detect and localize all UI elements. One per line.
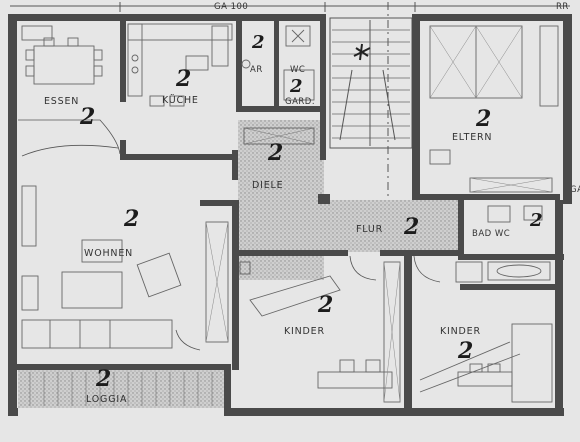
room-labels: ESSEN 2 KÜCHE 2 AR 2 WC 2 GARD. ELTERN 2… [44,32,543,405]
parents-bed [429,25,559,193]
room-number-eltern: 2 [475,106,491,132]
room-label-flur: FLUR [356,224,383,235]
room-label-bad-wc: BAD WC [472,229,510,239]
room-label-kinder-1: KINDER [284,326,325,337]
room-number-kueche: 2 [175,66,191,92]
room-number-flur: 2 [403,214,419,240]
bathroom-fixtures [455,205,551,283]
room-label-essen: ESSEN [44,96,79,107]
room-label-diele: DIELE [252,180,283,191]
room-label-kueche: KÜCHE [162,95,199,106]
room-label-loggia: LOGGIA [86,394,127,405]
room-label-ar: AR [250,65,263,75]
room-label-kinder-2: KINDER [440,326,481,337]
diele-furniture [239,127,315,275]
room-number-bad-wc: 2 [529,210,543,231]
header-label: GA 100 [214,2,248,12]
loggia-area [18,370,224,408]
staircase [329,17,413,149]
flur-floor [238,200,458,252]
corner-label: RR [556,2,569,12]
room-label-wc: WC [290,65,305,75]
room-number-wohnen: 2 [123,206,139,232]
room-number-kinder-2: 2 [457,338,473,364]
walls [8,14,572,416]
kinder2-furniture [413,255,553,403]
dimension-line: GA 100 RR GA [10,2,580,195]
room-number-ar: 2 [251,32,265,53]
kinder1-furniture [249,255,401,403]
room-number-essen: 2 [79,104,95,130]
room-label-eltern: ELTERN [452,132,492,143]
side-label: GA [570,185,580,195]
living-furniture [21,144,229,351]
dining-set [18,25,121,155]
wc-fixtures [241,25,315,101]
room-number-loggia: 2 [95,366,111,392]
room-number-wc: 2 [289,76,303,97]
kitchen-units [127,23,233,107]
room-number-diele: 2 [267,140,283,166]
room-number-kinder-1: 2 [317,292,333,318]
room-label-gard: GARD. [285,97,315,107]
room-label-wohnen: WOHNEN [84,248,133,259]
